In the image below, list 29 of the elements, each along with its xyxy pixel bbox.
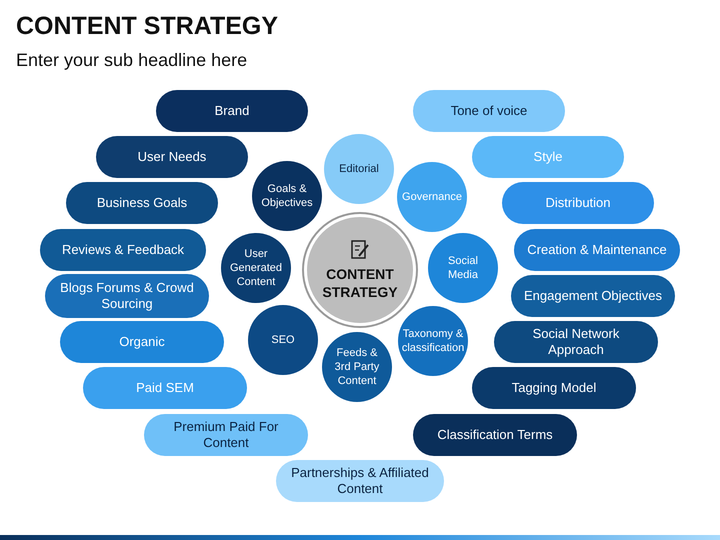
subtitle: Enter your sub headline here xyxy=(16,50,248,71)
circle-label: Goals & Objectives xyxy=(252,161,322,231)
circle-label: SEO xyxy=(248,305,318,375)
pill-label: Partnerships & Affiliated Content xyxy=(276,460,444,502)
circle-label: Social Media xyxy=(428,233,498,303)
circle-label: Editorial xyxy=(324,134,394,204)
pill-label: Classification Terms xyxy=(413,414,577,456)
circle-label: Taxonomy & classification xyxy=(398,306,468,376)
pill-label: Distribution xyxy=(502,182,654,224)
pill-label: Reviews & Feedback xyxy=(40,229,206,271)
pill-label: Social Network Approach xyxy=(494,321,658,363)
pill-label: Brand xyxy=(156,90,308,132)
pill-label: Premium Paid For Content xyxy=(144,414,308,456)
pill-label: Paid SEM xyxy=(83,367,247,409)
circle-label: User Generated Content xyxy=(221,233,291,303)
pill-label: Style xyxy=(472,136,624,178)
pill-label: User Needs xyxy=(96,136,248,178)
pill-label: Engagement Objectives xyxy=(511,275,675,317)
center-title: CONTENT STRATEGY xyxy=(321,265,399,301)
pill-label: Tone of voice xyxy=(413,90,565,132)
pill-label: Organic xyxy=(60,321,224,363)
circle-label: Feeds & 3rd Party Content xyxy=(322,332,392,402)
page-title: CONTENT STRATEGY xyxy=(16,12,278,41)
center-circle xyxy=(304,214,416,326)
pill-label: Creation & Maintenance xyxy=(514,229,680,271)
pill-label: Tagging Model xyxy=(472,367,636,409)
pill-label: Blogs Forums & Crowd Sourcing xyxy=(45,274,209,318)
pill-label: Business Goals xyxy=(66,182,218,224)
circle-label: Governance xyxy=(397,162,467,232)
